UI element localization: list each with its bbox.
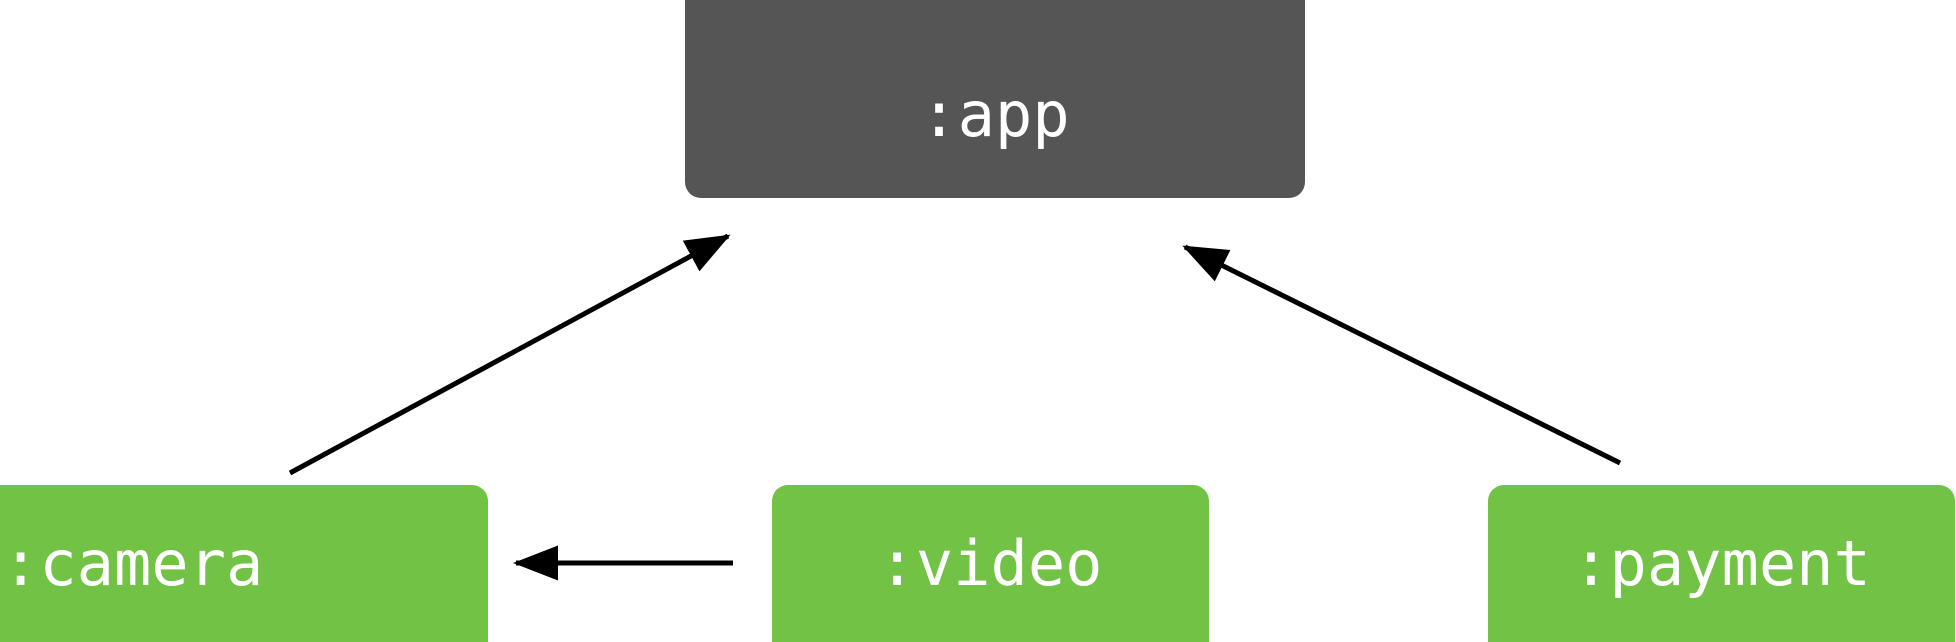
module-node-video[interactable]: :video [772, 485, 1209, 642]
module-node-app[interactable]: :app [685, 0, 1305, 198]
module-node-payment[interactable]: :payment [1488, 485, 1955, 642]
module-node-payment-label: :payment [1572, 527, 1871, 600]
module-node-camera[interactable]: :camera [0, 485, 488, 642]
module-node-video-label: :video [878, 527, 1103, 600]
module-node-camera-label: :camera [2, 527, 264, 600]
edge-payment-to-app [1182, 244, 1622, 466]
edge-camera-to-app [288, 233, 731, 476]
module-node-app-label: :app [920, 78, 1070, 151]
